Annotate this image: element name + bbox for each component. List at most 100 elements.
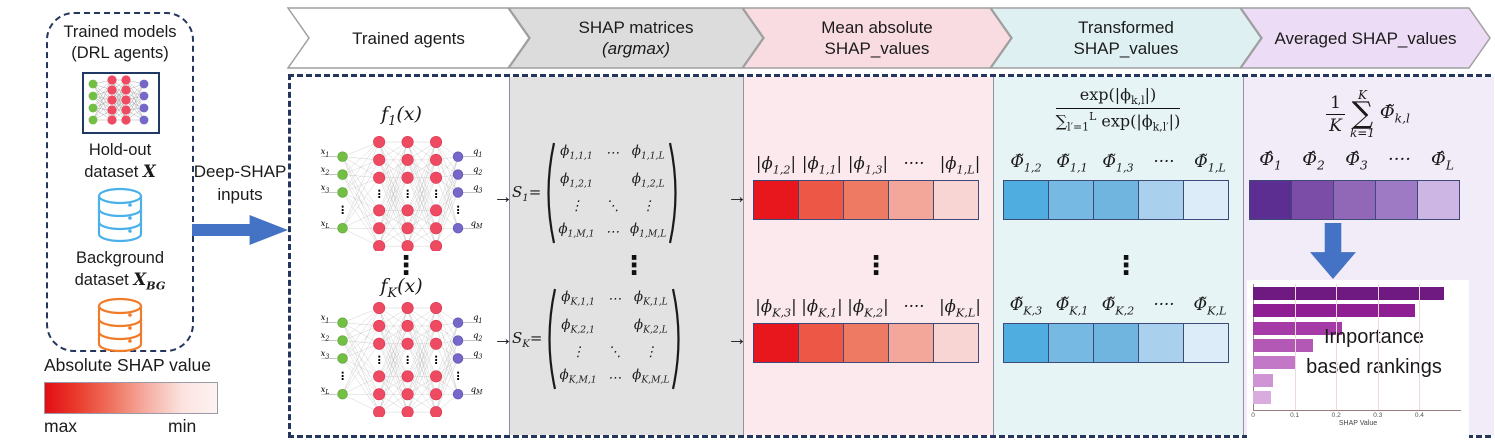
svg-text:qM: qM [471, 219, 483, 230]
cell-label: Φ̃K,1 [1055, 295, 1089, 318]
colorbar-title: Absolute SHAP value [44, 355, 212, 375]
cell-label: Φ̃1,2 [1010, 152, 1042, 175]
svg-text:qM: qM [471, 385, 483, 396]
heat-cell [753, 323, 799, 363]
matrix-entry: ϕ1,M,1 [558, 221, 595, 241]
importance-bar [1253, 390, 1272, 404]
heat-cell [1048, 180, 1094, 220]
matrix-entry: ⋯ [605, 145, 619, 162]
cell-label: Φ̃K,3 [1009, 295, 1043, 318]
deepshap-right-arrow [192, 215, 288, 245]
heat-cell [1003, 180, 1049, 220]
background-dataset-label: Background dataset XBG [48, 248, 192, 296]
cell-label: Φ̃K,L [1193, 295, 1227, 318]
svg-text:⋮: ⋮ [374, 188, 385, 200]
cell-label: ···· [1153, 152, 1175, 171]
caption-line1: Importance [1323, 326, 1425, 348]
heat-cell [1183, 180, 1229, 220]
matrix-entry: ϕ1,2,1 [560, 170, 593, 190]
cell-labels: Φ̃K,3 Φ̃K,1 Φ̃K,2 ···· Φ̃K,L [1003, 295, 1233, 317]
cell-label: Φ̂L [1431, 149, 1454, 173]
svg-text:⋮: ⋮ [453, 205, 464, 217]
colorbar-max-label: max [44, 416, 78, 436]
matrix-entry: ⋱ [607, 344, 622, 361]
avg-sum-top: K [1357, 88, 1367, 102]
heat-cell [1138, 323, 1184, 363]
cell-label: Φ̃1,1 [1056, 152, 1088, 175]
cell-labels: |ϕ1,2||ϕ1,1||ϕ1,3|····|ϕ1,L| [753, 154, 983, 176]
mean-abs-vdots: ⋮ [863, 251, 889, 281]
svg-text:⋮: ⋮ [453, 371, 464, 383]
stage-chevron-2 [507, 7, 764, 69]
svg-text:x2: x2 [321, 165, 330, 176]
matrix-entry: ⋯ [605, 223, 619, 240]
heat-cells [753, 323, 979, 363]
softmax-formula: exp(|ϕk,l|) ∑l′=1L exp(|ϕk,l′|) [993, 85, 1243, 134]
avg-frac-num: 1 [1326, 93, 1345, 115]
transformed-vdots: ⋮ [1113, 251, 1139, 281]
heat-cell [1183, 323, 1229, 363]
cell-label: |ϕ1,3| [847, 154, 889, 177]
heat-cell [888, 323, 934, 363]
heat-cell [1048, 323, 1094, 363]
svg-text:q2: q2 [473, 331, 482, 342]
network1-title: f1(x) [381, 103, 422, 129]
svg-text:q3: q3 [473, 183, 482, 194]
heat-cell [888, 180, 934, 220]
cell-label: |ϕK,3| [755, 297, 797, 320]
background-line1: Background [75, 249, 165, 267]
avg-sum-sigma: ∑ [1351, 96, 1374, 131]
avg-frac-den: K [1329, 115, 1342, 136]
matrix-entry: ϕK,2,L [633, 316, 668, 336]
network2-title: fK(x) [380, 275, 423, 301]
models-box-title: Trained models (DRL agents) [48, 22, 192, 64]
chart-tick-label: 0.1 [1290, 412, 1300, 419]
softmax-denominator: ∑l′=1L exp(|ϕk,l′|) [1055, 110, 1181, 134]
cell-label: |ϕ1,1| [801, 154, 843, 177]
svg-text:q2: q2 [473, 165, 482, 176]
chart-tick-label: 0 [1251, 412, 1255, 419]
heat-cell [843, 323, 889, 363]
column-transformed [993, 77, 1244, 435]
chart-tick-label: 0.3 [1373, 412, 1383, 419]
heat-cell [1333, 180, 1376, 220]
stage-chevron-4 [989, 7, 1262, 69]
background-symbol: X [133, 270, 147, 289]
svg-text:⋮: ⋮ [431, 354, 442, 366]
matrices-vdots: ⋮ [621, 251, 647, 281]
colorbar-min-label: min [168, 416, 197, 436]
chart-tick-label: 0.2 [1331, 412, 1341, 419]
importance-bar [1253, 373, 1273, 387]
importance-bar [1253, 304, 1416, 318]
matrix-entry: ϕK,2,1 [561, 316, 595, 336]
heat-cell [1003, 323, 1049, 363]
cell-label: ···· [1153, 295, 1175, 314]
svg-text:x1: x1 [321, 313, 330, 324]
svg-text:x3: x3 [321, 349, 330, 360]
matrix-entry: ⋮ [644, 344, 658, 361]
svg-text:xL: xL [321, 385, 330, 396]
svg-text:⋮: ⋮ [337, 371, 348, 383]
net1-to-matrix-arrow: → [493, 186, 513, 208]
matrix1-to-cells-arrow: → [727, 186, 747, 208]
chart-tick-label: 0.4 [1414, 412, 1424, 419]
cell-label: Φ̂2 [1302, 149, 1325, 173]
avg-sum-term: Φ̃k,l [1379, 102, 1410, 126]
cell-label: Φ̃K,2 [1101, 295, 1135, 318]
matrix-entry: ϕ1,1,L [631, 142, 665, 162]
matrix2-to-cells-arrow: → [727, 328, 747, 350]
svg-text:xL: xL [321, 219, 330, 230]
neural-network-icon [82, 72, 160, 134]
average-formula: 1 K K ∑ k=1 Φ̃k,l [1243, 89, 1493, 139]
matrix-entry: ⋯ [607, 369, 622, 386]
chart-gridline [1294, 284, 1296, 410]
column-mean-absolute [743, 77, 994, 435]
cell-label: Φ̂1 [1259, 149, 1282, 173]
cell-label: |ϕK,1| [801, 297, 843, 320]
heat-cell [1249, 180, 1292, 220]
